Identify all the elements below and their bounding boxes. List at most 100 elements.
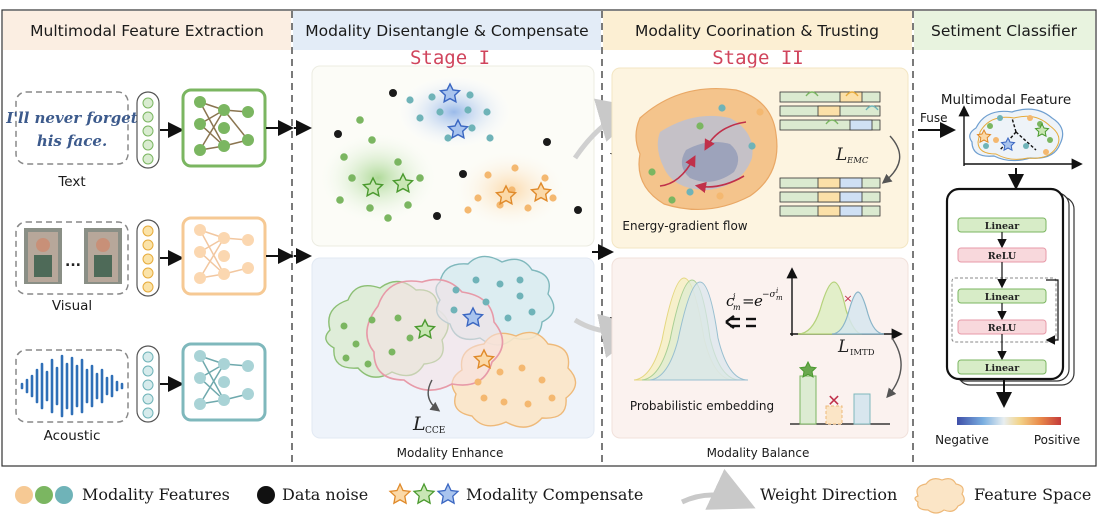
- star-marker: [446, 118, 470, 140]
- acoustic-input-frame: [15, 349, 129, 423]
- svg-text:=: =: [742, 292, 755, 310]
- stage1-feature-clouds: [325, 255, 577, 428]
- balance-bar-plot: ✕: [790, 360, 890, 425]
- visual-token: [142, 239, 154, 251]
- text-token: [142, 139, 154, 151]
- legend-star-green-icon: [412, 482, 436, 505]
- text-quote-line1: I'll never forget: [5, 109, 137, 127]
- star-marker: [976, 128, 992, 144]
- stage2-bottom-label: Modality Balance: [707, 446, 810, 460]
- video-frame-2: [84, 228, 122, 284]
- x-mark-icon: ✕: [827, 391, 840, 410]
- video-frame-1: [24, 228, 62, 284]
- linear-layer-2-label: Linear: [985, 292, 1020, 303]
- visual-token: [142, 253, 154, 265]
- negative-label: Negative: [935, 433, 989, 447]
- star-marker: [413, 318, 437, 340]
- svg-text:−σ: −σ: [762, 290, 777, 300]
- text-quote-line2: his face.: [37, 132, 107, 150]
- header-col2: Modality Disentangle & Compensate: [305, 22, 588, 40]
- acoustic-token: [142, 365, 154, 377]
- text-encoder-network: [194, 96, 254, 156]
- visual-input-frame: [15, 221, 129, 295]
- visual-token: [142, 281, 154, 293]
- multimodal-feature-plot: [958, 105, 1083, 170]
- stage1-bottom-label: Modality Enhance: [397, 446, 504, 460]
- svg-text:m: m: [776, 294, 783, 302]
- text-input-frame: [15, 91, 129, 165]
- linear-layer-3-label: Linear: [985, 363, 1020, 374]
- text-token: [142, 97, 154, 109]
- emc-sequence-bars: [779, 91, 881, 217]
- leftward-double-arrow: [725, 315, 756, 329]
- star-marker: [438, 82, 462, 104]
- trust-formula: c i m = e −σ i m: [726, 287, 783, 312]
- relu-layer-2-label: ReLU: [988, 323, 1017, 334]
- star-marker: [494, 184, 518, 206]
- prob-embedding-label: Probabilistic embedding: [630, 399, 774, 413]
- linear-layer-1-label: Linear: [985, 221, 1020, 232]
- emc-arrow: [881, 135, 901, 184]
- cross-mark-icon: ×: [843, 292, 852, 305]
- visual-token: [142, 267, 154, 279]
- visual-input-group: ... Visual: [15, 216, 294, 314]
- imtd-loss-symbol: L: [837, 337, 849, 357]
- acoustic-label: Acoustic: [44, 428, 101, 444]
- stage1-scatter: [316, 74, 582, 232]
- star-marker: [1034, 122, 1050, 138]
- emc-loss-symbol: L: [835, 145, 847, 165]
- svg-text:i: i: [776, 287, 778, 295]
- svg-text:i: i: [733, 292, 736, 301]
- text-label: Text: [57, 174, 85, 190]
- text-token: [142, 125, 154, 137]
- fuse-label: Fuse: [920, 111, 948, 125]
- star-marker: [1000, 136, 1016, 152]
- header-bg-col4: [914, 11, 1095, 50]
- visual-encoder-network: [194, 224, 254, 284]
- visual-dots: ...: [65, 254, 81, 270]
- legend-features-label: Modality Features: [82, 485, 230, 504]
- mlp-stack: Linear ReLU Linear ReLU Linear: [945, 187, 1075, 386]
- imtd-loss-subscript: IMTD: [850, 348, 875, 358]
- emc-loss-subscript: EMC: [846, 156, 869, 166]
- svg-text:e: e: [754, 292, 763, 310]
- acoustic-token: [142, 393, 154, 405]
- multimodal-feature-title: Multimodal Feature: [941, 92, 1071, 108]
- star-marker: [461, 306, 485, 328]
- legend-noise-label: Data noise: [282, 485, 368, 504]
- relu-layer-1-label: ReLU: [988, 251, 1017, 262]
- header-col3: Modality Coorination & Trusting: [635, 22, 879, 40]
- star-marker: [529, 181, 553, 203]
- legend-cloud-icon: [914, 478, 965, 514]
- imtd-distribution-plot: ×: [786, 267, 903, 340]
- cce-loss-subscript: CCE: [425, 426, 445, 436]
- text-token: [142, 153, 154, 165]
- waveform-icon: [20, 354, 124, 418]
- legend-green-dot: [35, 486, 53, 504]
- text-input-group: I'll never forget his face. Text: [5, 88, 294, 190]
- outer-frame: [1, 9, 1097, 467]
- star-marker: [391, 172, 415, 194]
- visual-token: [142, 225, 154, 237]
- legend-compensate-label: Modality Compensate: [466, 485, 643, 504]
- imtd-arrow: [886, 337, 902, 399]
- acoustic-token: [142, 351, 154, 363]
- svg-text:c: c: [726, 292, 735, 310]
- probabilistic-embedding: [633, 277, 749, 381]
- legend-weight-label: Weight Direction: [760, 485, 897, 504]
- acoustic-input-group: Acoustic: [15, 342, 267, 444]
- legend-weight-arrow-icon: [680, 468, 756, 510]
- legend: Modality Features Data noise Modality Co…: [15, 468, 1091, 514]
- cce-loss-symbol: L: [412, 413, 426, 435]
- svg-text:m: m: [733, 303, 741, 312]
- legend-star-orange-icon: [388, 482, 412, 505]
- header-col4: Setiment Classifier: [931, 22, 1078, 40]
- cce-loss-arrow: [427, 379, 441, 412]
- legend-noise-dot: [257, 486, 275, 504]
- stage2-title: Stage II: [712, 47, 804, 69]
- star-marker: [472, 348, 496, 370]
- legend-space-label: Feature Space: [974, 485, 1091, 504]
- header-col1: Multimodal Feature Extraction: [30, 22, 264, 40]
